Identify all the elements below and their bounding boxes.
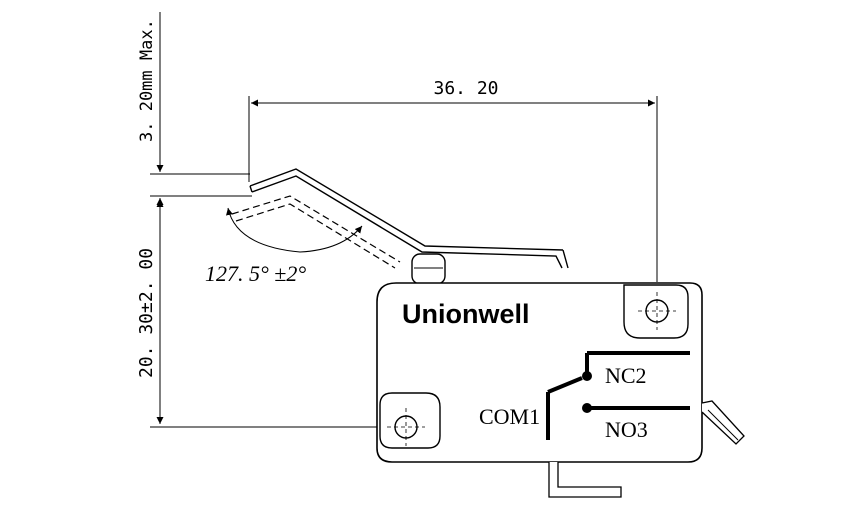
- switch-body: Unionwell NC2 NO3 COM1: [376, 282, 703, 463]
- plunger-body: [411, 253, 446, 285]
- terminal-nc-label: NC2: [605, 363, 647, 388]
- actuator-lever: 127. 5° ±2°: [205, 168, 569, 286]
- lever-dashed-edge: [235, 203, 396, 269]
- terminals: [548, 400, 745, 498]
- dimension-height-label: 20. 30±2. 00: [136, 248, 157, 378]
- lever-tip: [249, 185, 253, 193]
- terminal-com-label: COM1: [479, 404, 540, 429]
- terminal-bottom: [548, 462, 622, 498]
- dimension-travel-label: 3. 20mm Max.: [137, 19, 157, 142]
- lever-solid: [249, 168, 564, 251]
- dimension-width: 36. 20: [248, 78, 658, 282]
- angle-label: 127. 5° ±2°: [205, 261, 306, 286]
- angle-arc: [226, 207, 363, 253]
- terminal-right: [701, 400, 745, 445]
- lever-dashed: [231, 195, 401, 263]
- lever-end: [562, 249, 569, 269]
- dimension-width-label: 36. 20: [433, 78, 498, 99]
- body-outline: [376, 282, 703, 463]
- dimension-height: 3. 20mm Max. 20. 30±2. 00: [136, 12, 378, 428]
- terminal-no-label: NO3: [605, 417, 648, 442]
- plunger: [411, 253, 446, 285]
- com-contact-arm: [547, 376, 583, 394]
- mount-hole-left: [394, 415, 418, 439]
- brand-label: Unionwell: [402, 299, 530, 329]
- mount-hole-right: [645, 299, 669, 323]
- lever-solid-edge: [251, 175, 563, 269]
- terminal-right-line: [707, 409, 739, 441]
- nc-contact-point: [582, 371, 592, 381]
- no-contact-point: [582, 403, 592, 413]
